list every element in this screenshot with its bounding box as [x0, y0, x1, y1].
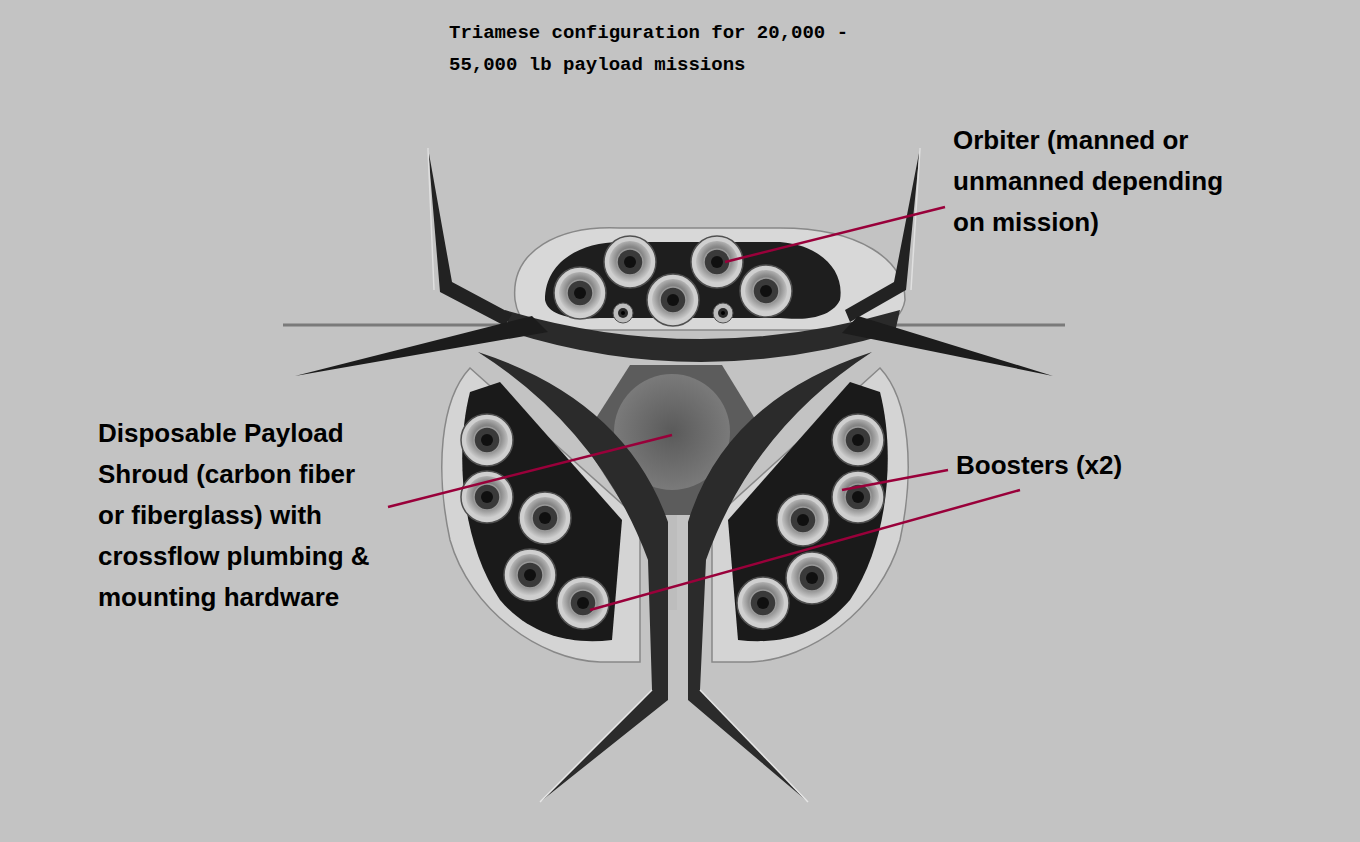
- engine-nozzle: [461, 414, 513, 466]
- leader-line: [388, 435, 672, 507]
- leader-line: [590, 490, 1020, 610]
- small-nozzle: [613, 303, 633, 323]
- leader-line: [725, 207, 945, 262]
- engine-nozzle: [786, 552, 838, 604]
- callout-label: Disposable Payload Shroud (carbon fiber …: [98, 413, 380, 618]
- tail-highlight: [428, 148, 434, 290]
- tail-highlight: [911, 148, 920, 290]
- engine-nozzle: [519, 492, 571, 544]
- engine-nozzle: [557, 577, 609, 629]
- fin-highlight: [540, 690, 652, 802]
- leader-line: [842, 470, 948, 490]
- engine-nozzle: [832, 471, 884, 523]
- engine-nozzle: [691, 236, 743, 288]
- engine-nozzle: [554, 267, 606, 319]
- engine-nozzle: [737, 577, 789, 629]
- engine-nozzle: [604, 236, 656, 288]
- booster-fin: [478, 352, 668, 802]
- engine-nozzle: [504, 549, 556, 601]
- callout-label: Boosters (x2): [956, 445, 1122, 486]
- engine-nozzle: [832, 414, 884, 466]
- callout-label: Orbiter (manned or unmanned depending on…: [953, 120, 1248, 243]
- orbiter-wing: [842, 316, 1053, 376]
- fin-highlight: [700, 690, 808, 802]
- orbiter-tail: [428, 148, 512, 326]
- engine-nozzle: [777, 494, 829, 546]
- engine-nozzle: [461, 471, 513, 523]
- engine-nozzle: [740, 265, 792, 317]
- diagram-title: Triamese configuration for 20,000 - 55,0…: [449, 17, 889, 81]
- engine-nozzle: [647, 274, 699, 326]
- orbiter-fuselage: [515, 228, 905, 332]
- small-nozzle: [713, 303, 733, 323]
- orbiter-body-flap: [505, 310, 900, 362]
- orbiter-tail: [845, 148, 920, 322]
